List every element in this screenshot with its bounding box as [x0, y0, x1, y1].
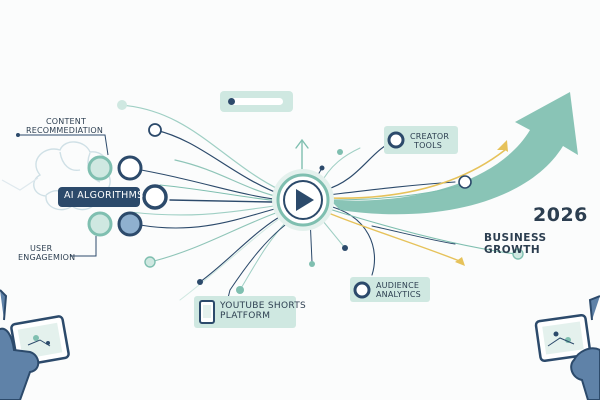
content-recommendation-label: CONTENT RECOMMEDIATION — [26, 117, 103, 135]
youtube-shorts-label: YOUTUBE SHORTS PLATFORM — [220, 301, 306, 322]
smartphone-icon — [199, 300, 215, 324]
content-label-line1: CONTENT — [46, 117, 87, 126]
user-label-line2: ENGAGEMION — [18, 253, 76, 263]
node-dots — [117, 100, 524, 294]
year-label: 2026 — [533, 204, 588, 226]
business-growth-label: BUSINESS GROWTH — [484, 232, 547, 257]
ai-algorithms-label: AI ALGORITHMS — [64, 190, 144, 201]
user-label-line1: USER — [30, 244, 53, 253]
user-engagement-label: USER ENGAGEMION — [18, 244, 75, 262]
creator-tools-box — [384, 126, 458, 154]
creator-label-line1: CREATOR — [410, 132, 450, 141]
audience-label-line2: ANALYTICS — [376, 290, 421, 300]
user-leader-line — [70, 236, 97, 257]
creator-tools-label: CREATOR TOOLS — [410, 132, 449, 150]
left-connection-lines — [119, 104, 293, 311]
audience-analytics-label: AUDIENCE ANALYTICS — [376, 281, 421, 299]
content-label-line2: RECOMMEDIATION — [26, 126, 104, 136]
youtube-label-line2: PLATFORM — [220, 311, 271, 322]
tablet-hand-icon — [0, 289, 70, 400]
play-icon — [272, 169, 334, 231]
growth-arrow-icon — [330, 92, 578, 266]
audience-label-line1: AUDIENCE — [376, 281, 420, 290]
audience-analytics-box — [350, 277, 430, 302]
top-pill — [220, 91, 293, 112]
creator-label-line2: TOOLS — [414, 141, 443, 151]
youtube-shorts-box — [194, 296, 296, 328]
left-cluster-nodes — [87, 155, 168, 237]
ai-algorithms-pill — [58, 187, 140, 207]
content-leader-line — [18, 134, 109, 156]
youtube-label-line1: YOUTUBE SHORTS — [220, 301, 307, 311]
tablet-hand-icon-right — [534, 295, 600, 400]
